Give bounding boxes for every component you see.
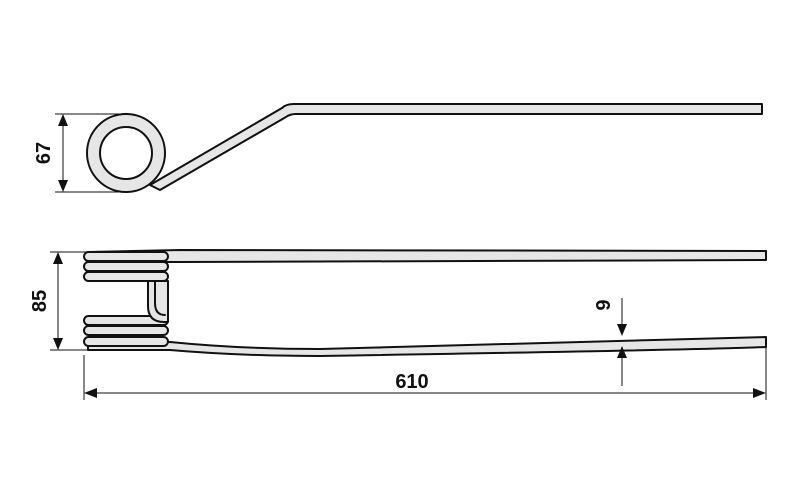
dim-arrow-left: [84, 388, 97, 398]
dim-arrow-down: [617, 324, 627, 336]
overall-length-label: 610: [395, 371, 428, 393]
lower-winding: [83, 325, 169, 336]
upper-winding: [83, 261, 169, 272]
dim-arrow-down: [53, 338, 63, 350]
mounting-loop-inner: [154, 280, 166, 316]
upper-winding: [83, 251, 169, 262]
top-view: 67: [33, 103, 763, 193]
assembly-height-label: 85: [29, 290, 51, 312]
lower-tine: [87, 336, 767, 357]
dim-arrow-up: [58, 114, 68, 126]
upper-winding: [83, 271, 169, 282]
dim-arrow-up: [617, 346, 627, 358]
mounting-loop: [147, 280, 169, 323]
upper-tine: [87, 249, 767, 263]
tine-arm: [149, 103, 763, 191]
coil-height-label: 67: [33, 142, 55, 164]
lower-winding: [83, 336, 169, 347]
dim-arrow-up: [53, 252, 63, 264]
bottom-view: 85 9 610: [29, 249, 767, 400]
dim-arrow-right: [753, 388, 766, 398]
tip-offset-label: 9: [593, 299, 615, 310]
coil-spring: [86, 113, 166, 193]
dim-arrow-down: [58, 180, 68, 192]
